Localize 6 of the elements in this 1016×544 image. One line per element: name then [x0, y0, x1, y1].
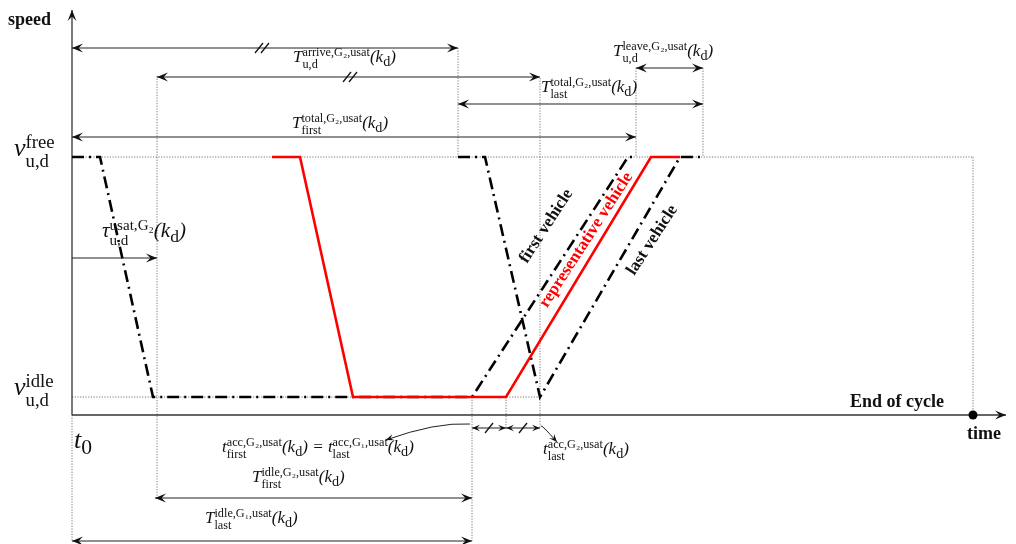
axis-title: time — [967, 424, 1001, 444]
leader-line — [385, 423, 471, 441]
math-label: t$_{0}$ — [74, 426, 93, 460]
axis-annotation: End of cycle — [850, 392, 944, 412]
leader-line — [540, 425, 558, 443]
axis-title: speed — [8, 10, 51, 30]
